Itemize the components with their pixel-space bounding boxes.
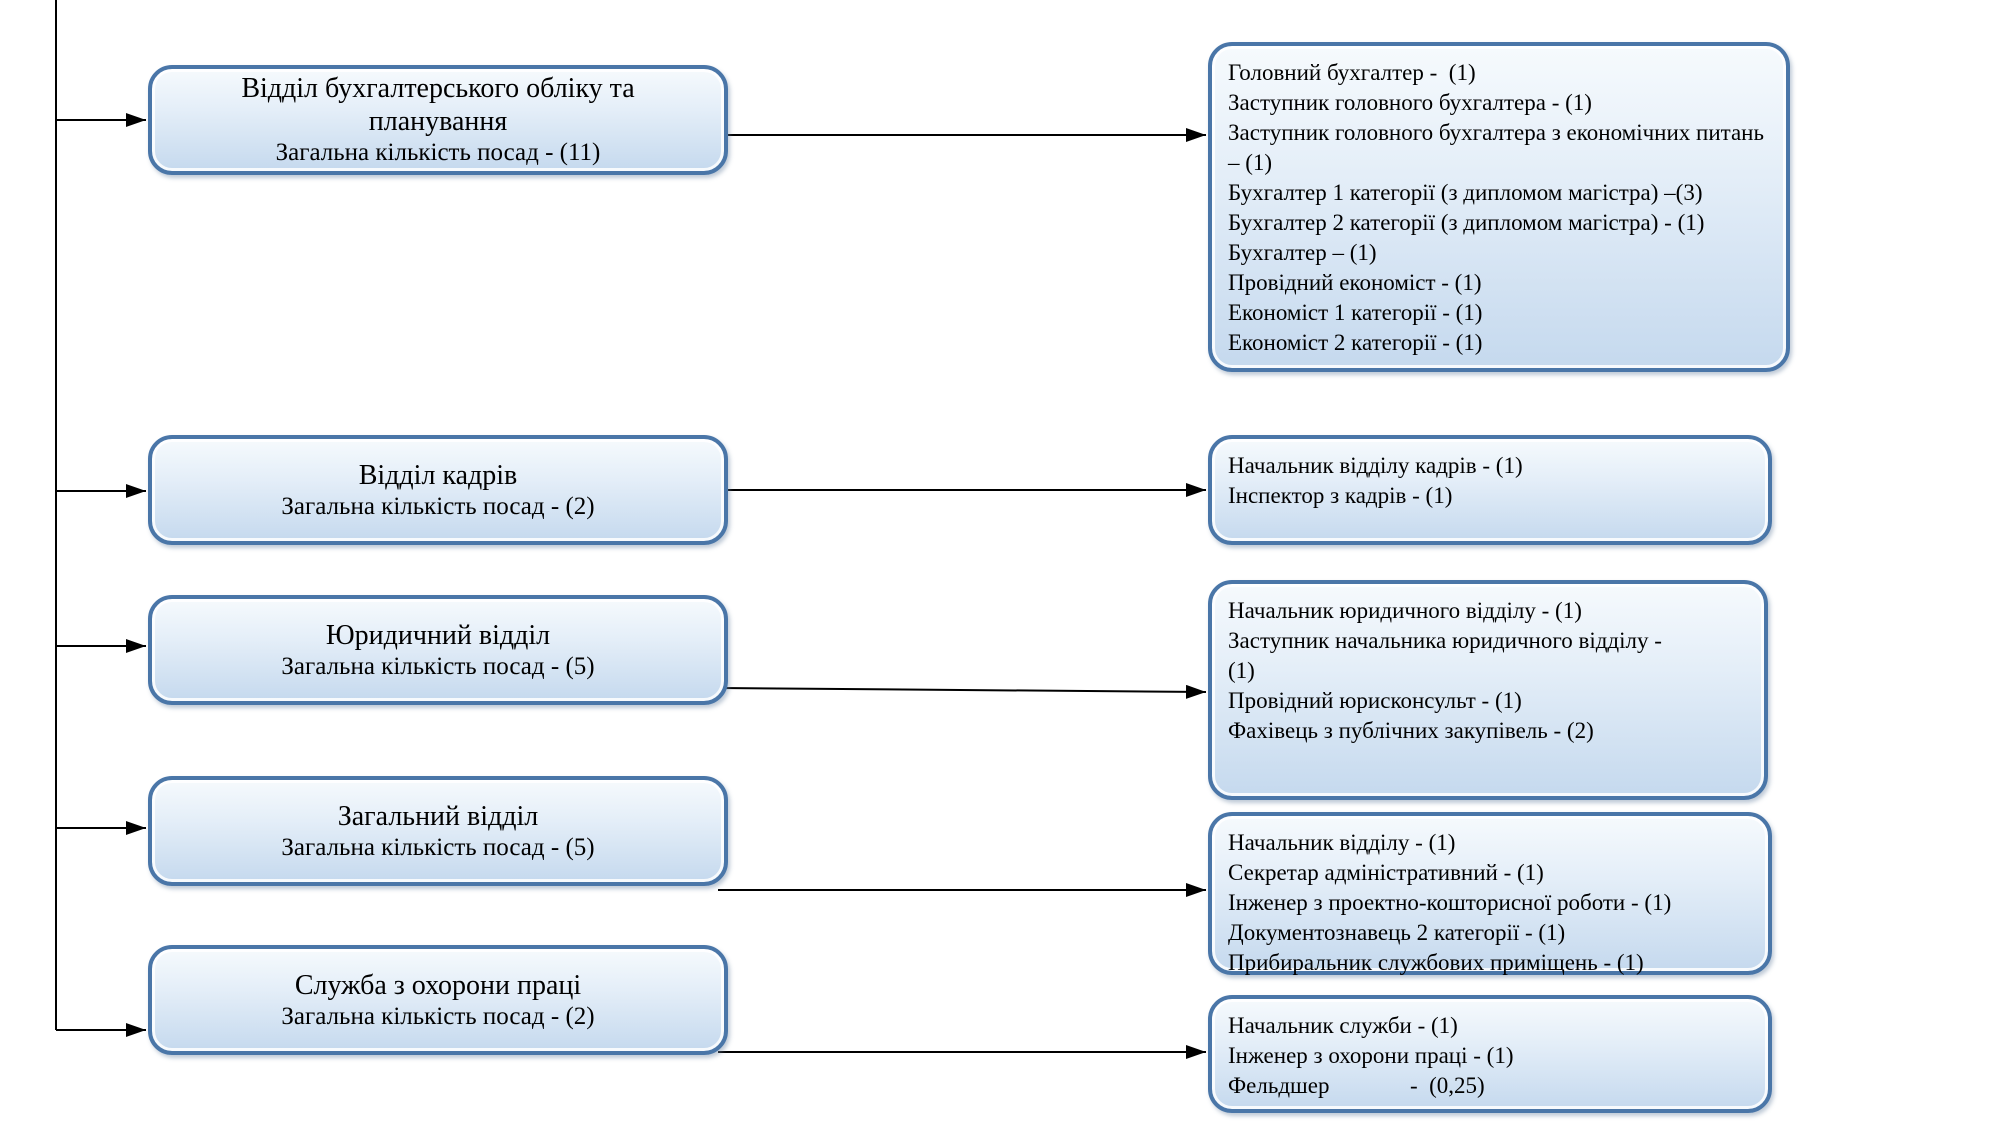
- position-line: Заступник начальника юридичного відділу …: [1228, 628, 1668, 683]
- position-line: Заступник головного бухгалтера - (1): [1228, 90, 1592, 115]
- positions-box-accounting: Головний бухгалтер - (1) Заступник голов…: [1208, 42, 1790, 372]
- dept-subtitle: Загальна кількість посад - (2): [281, 492, 595, 520]
- position-line: Економіст 2 категорії - (1): [1228, 330, 1483, 355]
- position-line: Начальник юридичного відділу - (1): [1228, 598, 1582, 623]
- dept-title: Загальний відділ: [337, 800, 539, 832]
- position-line: Документознавець 2 категорії - (1): [1228, 920, 1566, 945]
- dept-box-hr: Відділ кадрів Загальна кількість посад -…: [148, 435, 728, 545]
- position-line: Заступник головного бухгалтера з економі…: [1228, 120, 1770, 175]
- dept-subtitle: Загальна кількість посад - (5): [281, 833, 595, 861]
- position-line: Головний бухгалтер - (1): [1228, 60, 1476, 85]
- positions-box-legal: Начальник юридичного відділу - (1) Засту…: [1208, 580, 1768, 800]
- position-line: Економіст 1 категорії - (1): [1228, 300, 1483, 325]
- position-line: Провідний юрисконсульт - (1): [1228, 688, 1522, 713]
- positions-box-hr: Начальник відділу кадрів - (1) Інспектор…: [1208, 435, 1772, 545]
- position-line: Начальник відділу кадрів - (1): [1228, 453, 1523, 478]
- position-line: Секретар адміністративний - (1): [1228, 860, 1544, 885]
- dept-subtitle: Загальна кількість посад - (2): [281, 1002, 595, 1030]
- position-line: Прибиральник службових приміщень - (1): [1228, 950, 1644, 975]
- position-line: Начальник відділу - (1): [1228, 830, 1456, 855]
- positions-box-labor-safety: Начальник служби - (1) Інженер з охорони…: [1208, 995, 1772, 1113]
- dept-box-general: Загальний відділ Загальна кількість поса…: [148, 776, 728, 886]
- position-line: Провідний економіст - (1): [1228, 270, 1482, 295]
- dept-box-accounting: Відділ бухгалтерського обліку та планува…: [148, 65, 728, 175]
- dept-box-labor-safety: Служба з охорони праці Загальна кількіст…: [148, 945, 728, 1055]
- position-line: Бухгалтер 2 категорії (з дипломом магіст…: [1228, 210, 1705, 235]
- position-line: Фахівець з публічних закупівель - (2): [1228, 718, 1594, 743]
- dept-title: Юридичний відділ: [325, 619, 551, 651]
- dept-title: Відділ бухгалтерського обліку та планува…: [241, 73, 635, 137]
- position-line: Інспектор з кадрів - (1): [1228, 483, 1453, 508]
- position-line: Бухгалтер – (1): [1228, 240, 1377, 265]
- position-line: Інженер з проектно-кошторисної роботи - …: [1228, 890, 1672, 915]
- dept-title: Відділ кадрів: [358, 459, 518, 491]
- position-line: Інженер з охорони праці - (1): [1228, 1043, 1514, 1068]
- dept-box-legal: Юридичний відділ Загальна кількість поса…: [148, 595, 728, 705]
- position-line: Фельдшер - (0,25): [1228, 1073, 1485, 1098]
- positions-box-general: Начальник відділу - (1) Секретар адмініс…: [1208, 812, 1772, 975]
- dept-title: Служба з охорони праці: [294, 969, 582, 1001]
- dept-subtitle: Загальна кількість посад - (5): [281, 652, 595, 680]
- dept-subtitle: Загальна кількість посад - (11): [275, 139, 601, 166]
- connector-arrow-3: [719, 684, 1207, 699]
- position-line: Бухгалтер 1 категорії (з дипломом магіст…: [1228, 180, 1703, 205]
- position-line: Начальник служби - (1): [1228, 1013, 1458, 1038]
